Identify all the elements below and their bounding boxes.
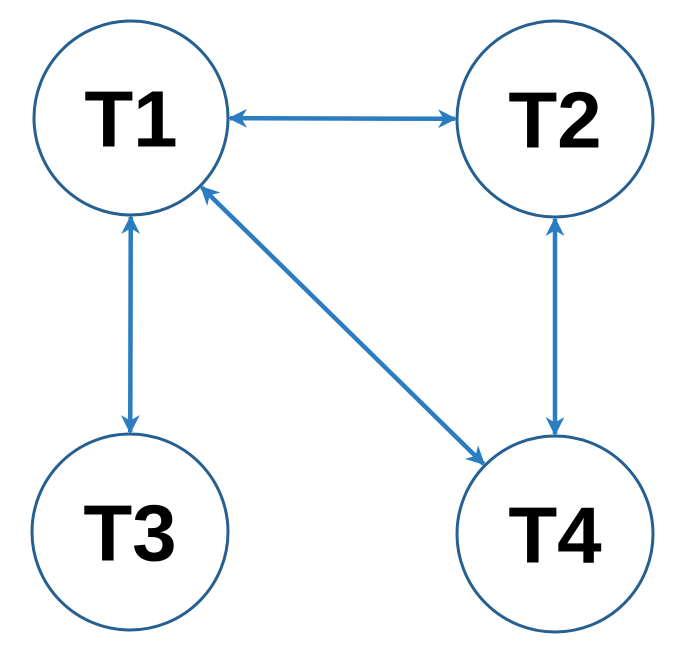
edge-T1-T2 <box>228 108 457 129</box>
node-T2: T2 <box>455 19 655 219</box>
node-T4-circle <box>455 434 655 634</box>
edge-T1-T3 <box>120 215 141 434</box>
node-T3-label: T3 <box>83 488 176 577</box>
node-T2-circle <box>455 19 655 219</box>
node-T1-label: T1 <box>84 74 177 163</box>
node-T4: T4 <box>455 434 655 634</box>
node-T3: T3 <box>30 432 230 632</box>
node-T4-label: T4 <box>508 490 602 579</box>
node-T1-circle <box>32 19 230 217</box>
node-T3-circle <box>30 432 230 632</box>
node-T2-label: T2 <box>508 75 601 164</box>
node-T1: T1 <box>32 19 230 217</box>
edge-T1-T4 <box>200 185 486 466</box>
